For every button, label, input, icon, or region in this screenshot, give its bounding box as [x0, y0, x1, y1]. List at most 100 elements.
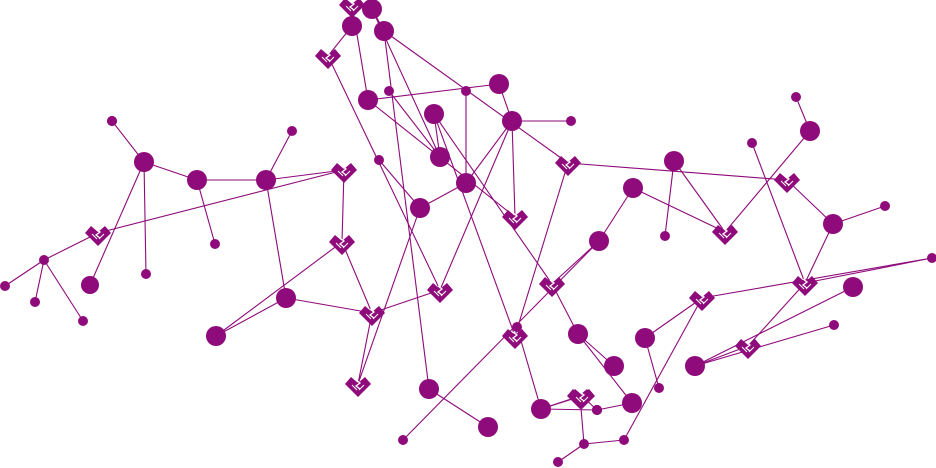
edge: [285, 297, 373, 314]
heart-network-icon: [735, 339, 761, 359]
edge: [664, 160, 675, 237]
edge: [265, 179, 287, 299]
node-dot: [384, 86, 394, 96]
heart-network-icon: [555, 156, 581, 176]
node-dot: [210, 239, 220, 249]
heart-network-icon: [427, 283, 453, 303]
edge: [786, 179, 834, 225]
node-dot: [0, 281, 10, 291]
node-dot: [566, 116, 576, 126]
edge: [215, 297, 287, 337]
heart-network-icon: [339, 0, 365, 18]
edge: [598, 187, 634, 242]
edge: [265, 169, 345, 181]
edge: [327, 55, 441, 291]
node-dot: [843, 277, 863, 297]
node-dot: [489, 74, 509, 94]
node-dot: [622, 393, 642, 413]
edge: [383, 30, 569, 164]
node-dot: [362, 0, 382, 19]
node-dot: [374, 21, 394, 41]
node-dot: [589, 231, 609, 251]
edge: [701, 257, 933, 299]
heart-network-icon: [502, 329, 528, 349]
node-dot: [685, 356, 705, 376]
edge: [632, 187, 726, 233]
node-dot: [187, 170, 207, 190]
node-dot: [107, 116, 117, 126]
heart-network-icon: [689, 291, 715, 311]
node-dot: [623, 178, 643, 198]
edge: [433, 113, 516, 337]
node-dot: [478, 417, 498, 437]
node-dot: [30, 297, 40, 307]
node-dot: [791, 92, 801, 102]
edge: [371, 289, 441, 314]
node-dot: [374, 155, 384, 165]
heart-network-icon: [329, 235, 355, 255]
edge: [143, 161, 147, 275]
edge: [97, 169, 345, 234]
edge: [439, 120, 513, 291]
edge: [724, 130, 811, 233]
edge-layer: [4, 4, 933, 463]
edge: [341, 241, 373, 314]
edge: [357, 312, 373, 385]
edge: [567, 162, 788, 181]
node-dot: [398, 435, 408, 445]
edge: [557, 443, 585, 463]
node-dot: [829, 320, 839, 330]
edge: [551, 240, 600, 285]
heart-network-icon: [331, 163, 357, 183]
node-dot: [927, 253, 936, 263]
node-dot: [604, 356, 624, 376]
node-dot: [747, 138, 757, 148]
node-dot: [880, 201, 890, 211]
node-dot: [654, 383, 664, 393]
edge: [804, 223, 834, 284]
node-dot: [78, 316, 88, 326]
node-dot: [635, 328, 655, 348]
node-dot: [660, 231, 670, 241]
node-dot: [512, 322, 522, 332]
edge: [465, 120, 513, 184]
edge: [514, 162, 569, 337]
heart-network-icon: [359, 306, 385, 326]
node-dot: [39, 255, 49, 265]
node-dot: [502, 111, 522, 131]
node-dot: [419, 379, 439, 399]
edge: [378, 159, 421, 209]
heart-network-icon: [315, 49, 341, 69]
heart-network-icon: [502, 210, 528, 230]
node-dot: [592, 405, 602, 415]
heart-network-icon: [539, 277, 565, 297]
node-dot: [568, 324, 588, 344]
edge: [89, 161, 145, 286]
node-dot: [664, 151, 684, 171]
heart-network-icon: [792, 276, 818, 296]
node-dot: [287, 126, 297, 136]
heart-network-icon: [774, 173, 800, 193]
edge: [367, 83, 500, 101]
edge: [402, 240, 600, 441]
edge: [357, 207, 421, 385]
node-dot: [553, 457, 563, 467]
edge: [196, 179, 216, 245]
edge: [583, 439, 625, 445]
edge: [751, 142, 806, 284]
heart-network-icon: [345, 377, 371, 397]
node-dot: [141, 269, 151, 279]
node-dot: [430, 147, 450, 167]
edge: [428, 388, 489, 428]
node-dot: [424, 104, 444, 124]
node-dot: [134, 152, 154, 172]
node-dot: [410, 198, 430, 218]
edge: [747, 282, 806, 347]
node-dot: [81, 276, 99, 294]
edge: [43, 232, 99, 261]
edge: [694, 324, 835, 367]
edge: [43, 259, 84, 322]
